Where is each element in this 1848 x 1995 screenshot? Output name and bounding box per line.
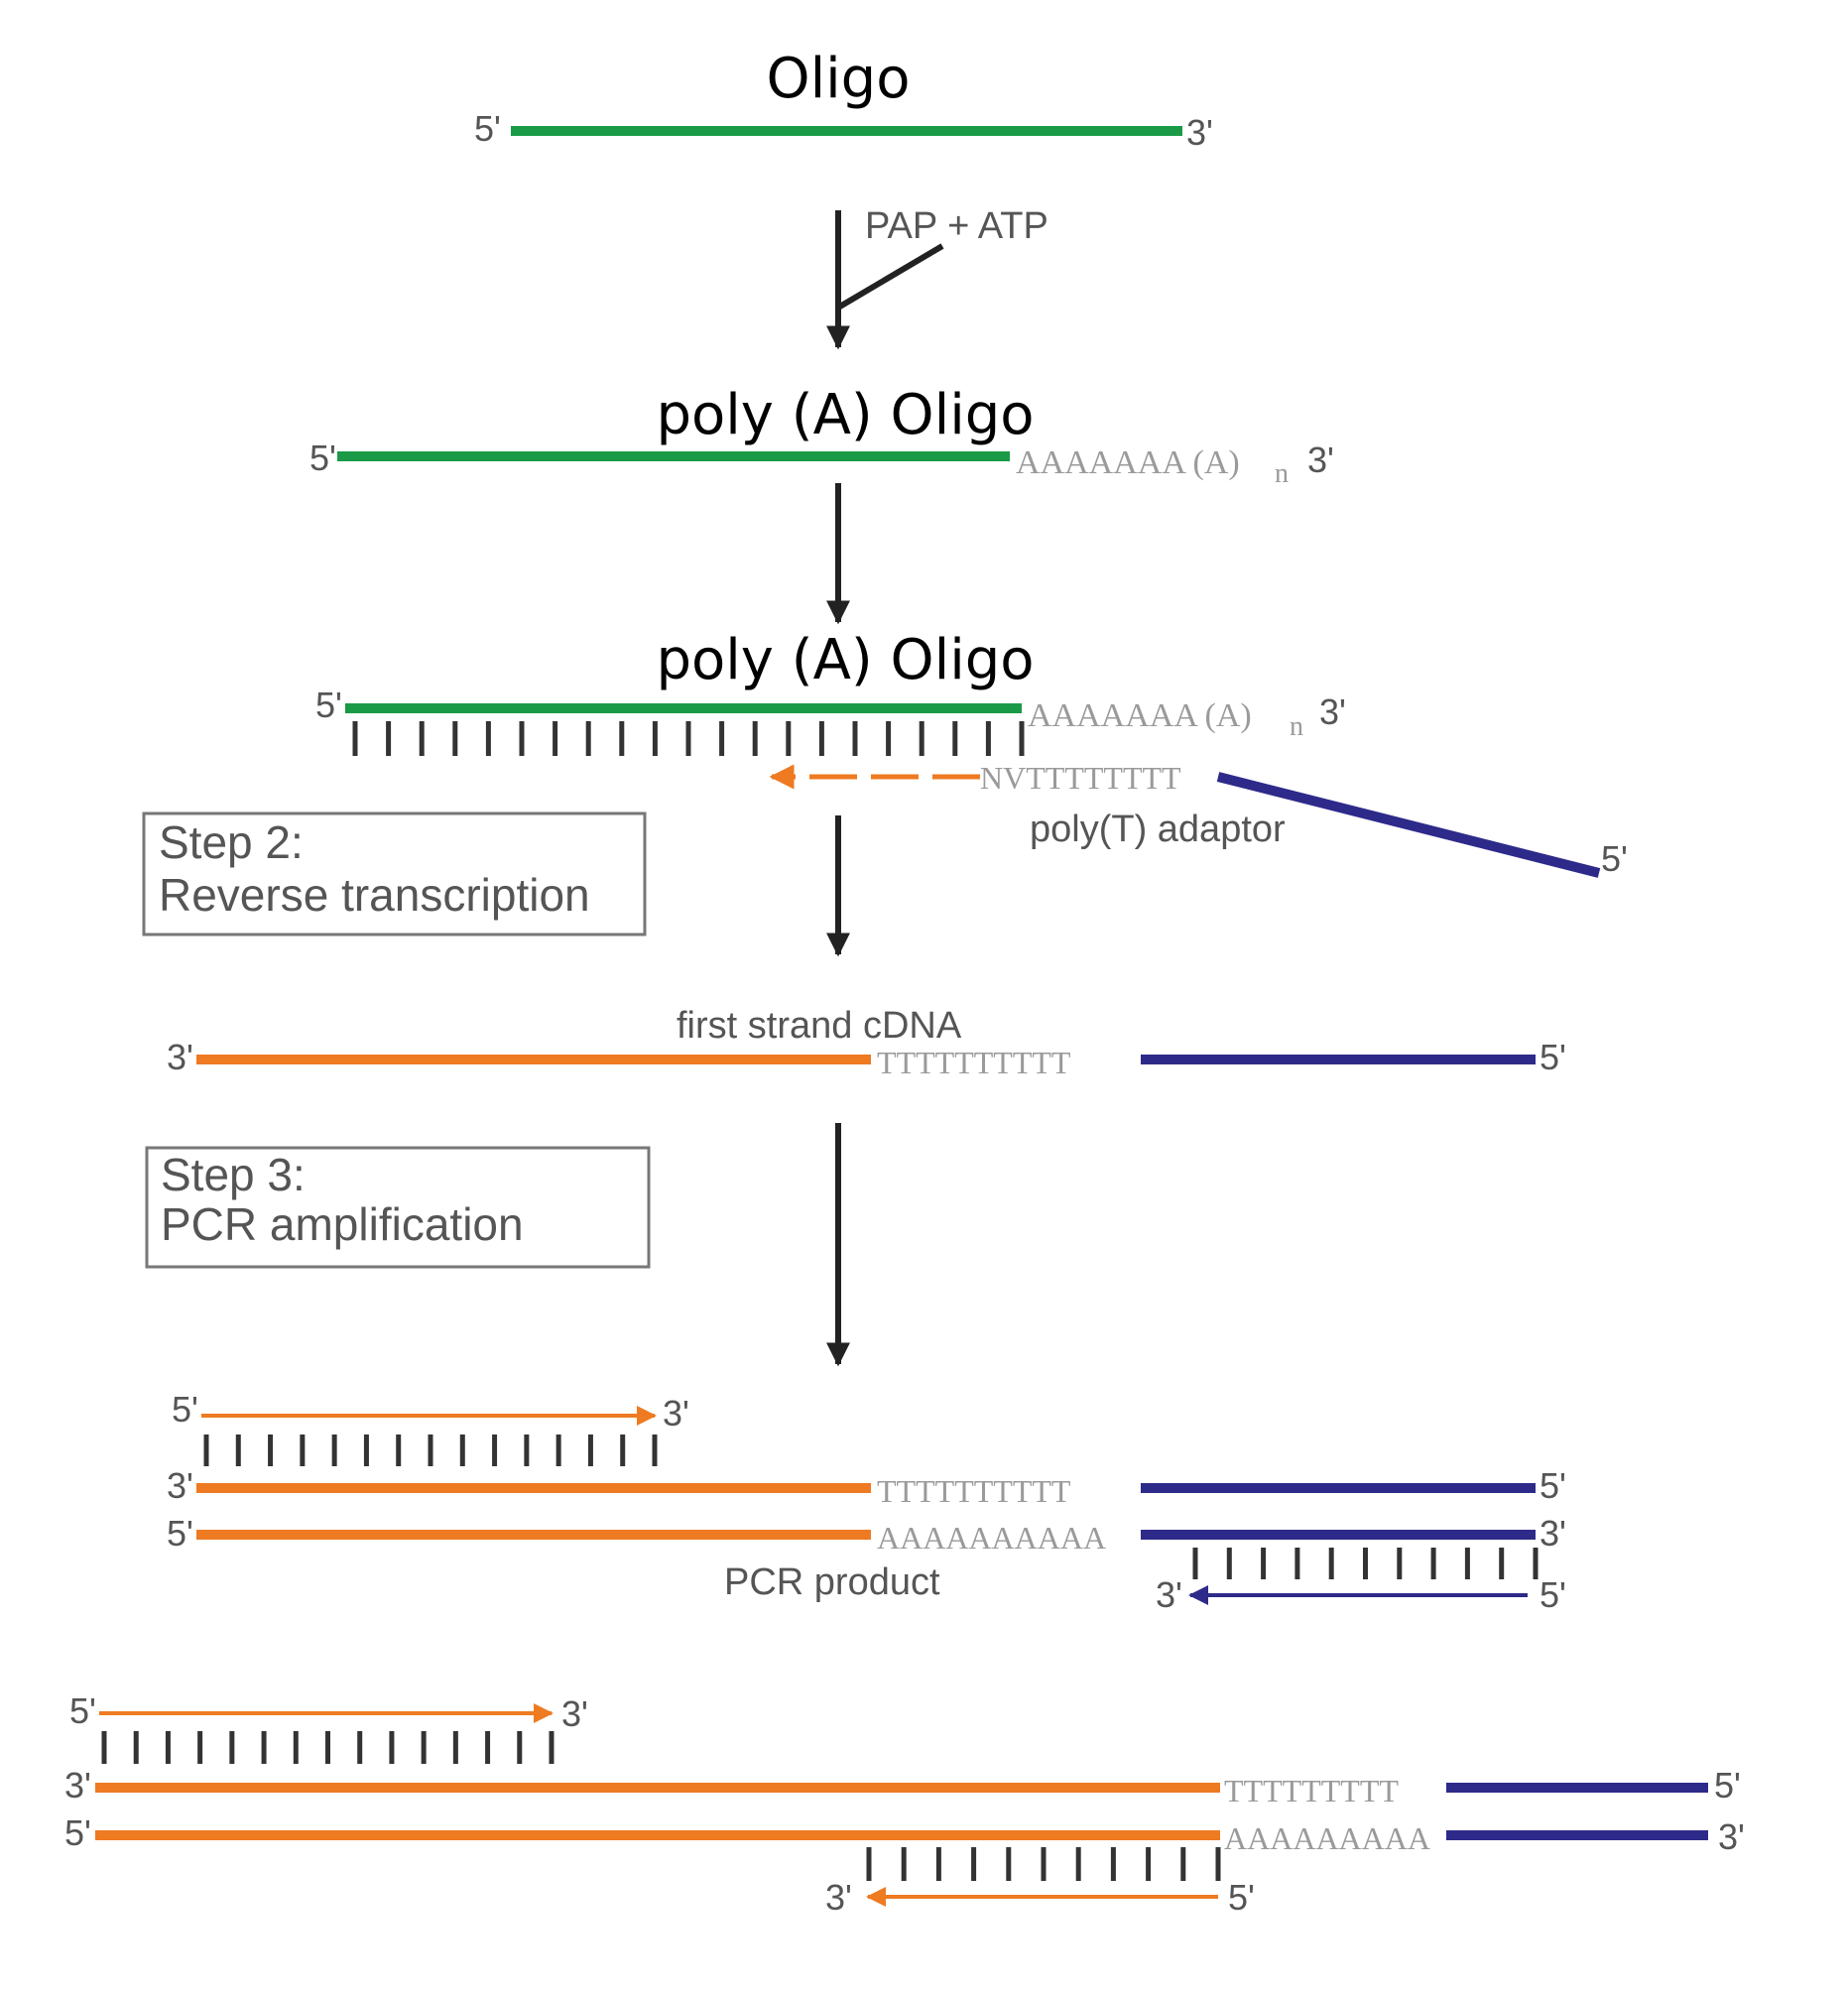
pcr1-top-seq: TTTTTTTTTT [877, 1473, 1071, 1509]
step2-box-line1: Step 2: [159, 816, 304, 868]
polya2-tail-seq: AAAAAAA (A) [1028, 697, 1252, 734]
pcr1-rev-5prime-label: 5' [1540, 1574, 1566, 1615]
pcr1-bot-seq: AAAAAAAAAA [877, 1520, 1106, 1556]
oligo-step: Oligo 5' 3' [474, 47, 1213, 153]
polya1-tail-seq: AAAAAAA (A) [1016, 444, 1240, 481]
oligo-3prime-label: 3' [1186, 112, 1213, 153]
step2-box-line2: Reverse transcription [159, 869, 590, 921]
adaptor-5prime-label: 5' [1601, 838, 1628, 879]
base-pair-ticks-pcr1-top [203, 1434, 658, 1466]
pcr2-top-3prime-label: 3' [64, 1765, 91, 1806]
pcr2-bot-5prime-label: 5' [64, 1812, 91, 1853]
polya-oligo-step: poly (A) Oligo 5' AAAAAAA (A) n 3' [309, 383, 1334, 489]
base-pair-ticks-rt [352, 721, 1025, 756]
polya-oligo-title-2: poly (A) Oligo [656, 628, 1034, 692]
pcr2-bot-3prime-label: 3' [1718, 1816, 1745, 1857]
polya1-5prime-label: 5' [309, 437, 336, 478]
reverse-transcription-step: poly (A) Oligo 5' AAAAAAA (A) n 3' NVTTT… [142, 628, 1628, 936]
pcr-amplification-step: Step 3: PCR amplification 5' 3' 3' TTTTT… [145, 1146, 1566, 1615]
pcr2-top-5prime-label: 5' [1714, 1765, 1741, 1806]
polya2-tail-subscript: n [1290, 711, 1303, 742]
poly-t-primer-seq: NVTTTTTTTT [980, 760, 1181, 796]
pap-atp-label: PAP + ATP [865, 205, 1048, 247]
pcr2-rev-5prime-label: 5' [1228, 1877, 1255, 1918]
base-pair-ticks-pcr2-top [101, 1731, 554, 1764]
oligo-title: Oligo [766, 47, 910, 111]
polya2-3prime-label: 3' [1319, 691, 1346, 732]
polya1-tail-subscript: n [1275, 458, 1289, 489]
poly-t-adaptor-label: poly(T) adaptor [1030, 809, 1286, 850]
pcr1-primer-5prime-label: 5' [172, 1389, 198, 1430]
pcr-product-label: PCR product [724, 1561, 940, 1603]
pcr1-top-3prime-label: 3' [167, 1465, 193, 1506]
pcr1-top-5prime-label: 5' [1540, 1465, 1566, 1506]
pcr2-rev-3prime-label: 3' [825, 1877, 852, 1918]
cdna-poly-t-seq: TTTTTTTTTT [877, 1045, 1071, 1080]
first-strand-cdna: first strand cDNA 3' TTTTTTTTTT 5' [167, 1005, 1566, 1080]
polya2-5prime-label: 5' [315, 685, 342, 725]
step3-box-line1: Step 3: [161, 1149, 306, 1200]
pcr-second-round: 5' 3' 3' TTTTTTTTT 5' 5' AAAAAAAAA 3' 3'… [64, 1690, 1745, 1918]
polya-oligo-title-1: poly (A) Oligo [656, 383, 1034, 447]
pcr2-bot-seq: AAAAAAAAA [1224, 1820, 1430, 1856]
polya1-3prime-label: 3' [1307, 439, 1334, 480]
pcr1-rev-3prime-label: 3' [1156, 1574, 1182, 1615]
base-pair-ticks-pcr2-bottom [866, 1847, 1221, 1881]
pcr2-primer-5prime-label: 5' [69, 1690, 96, 1731]
step3-box-line2: PCR amplification [161, 1198, 524, 1250]
pcr1-bot-3prime-label: 3' [1540, 1513, 1566, 1554]
poly-t-adaptor-strand [1216, 772, 1601, 878]
pcr2-primer-3prime-label: 3' [561, 1693, 588, 1734]
cdna-5prime-label: 5' [1540, 1037, 1566, 1077]
pcr1-primer-3prime-label: 3' [663, 1393, 689, 1434]
step3-box [145, 1146, 651, 1269]
pcr1-bot-5prime-label: 5' [167, 1513, 193, 1554]
first-strand-cdna-label: first strand cDNA [677, 1005, 962, 1047]
oligo-5prime-label: 5' [474, 108, 501, 149]
pcr2-top-seq: TTTTTTTTT [1224, 1773, 1399, 1808]
step2-box [142, 811, 647, 936]
pap-reaction-arrow: PAP + ATP [826, 205, 1048, 350]
cdna-3prime-label: 3' [167, 1037, 193, 1077]
reaction-side-branch [836, 243, 944, 311]
base-pair-ticks-pcr1-bottom [1192, 1548, 1539, 1579]
